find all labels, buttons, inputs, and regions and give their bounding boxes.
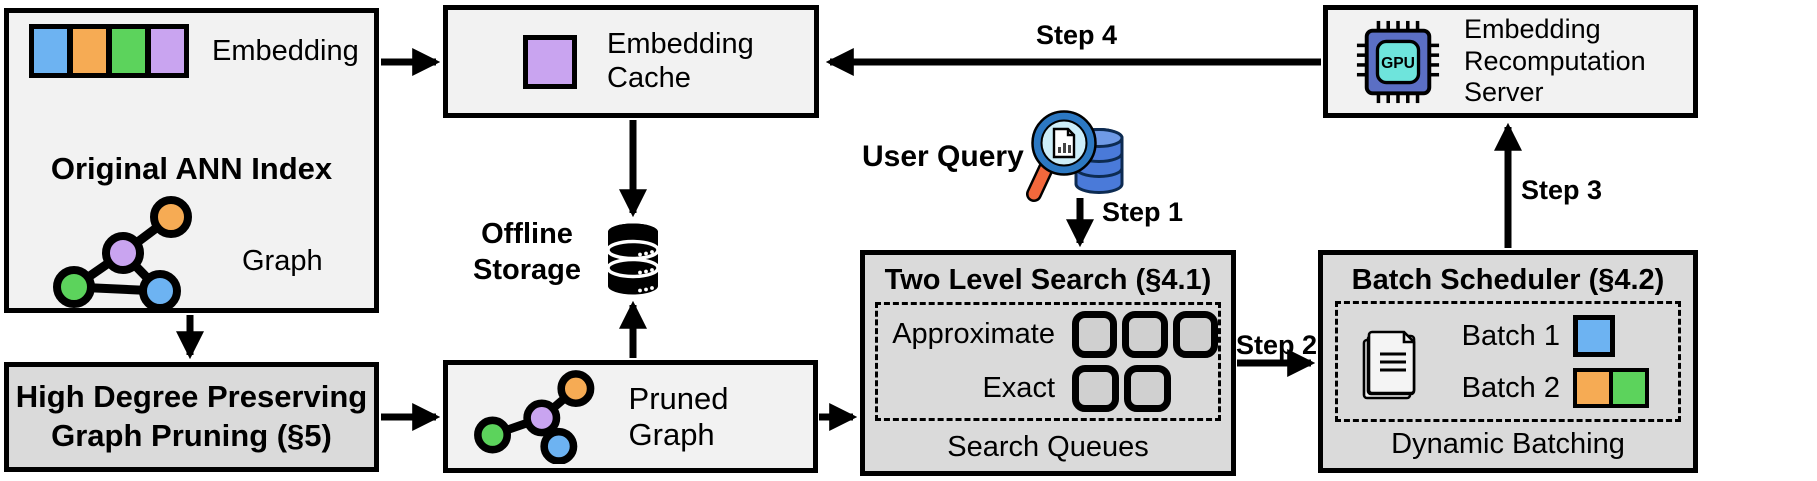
cached-embedding-icon [523, 34, 577, 89]
batch-2-query-orange [1577, 372, 1609, 404]
embedding-cache-box: Embedding Cache [443, 5, 819, 118]
queue-slot [1124, 364, 1171, 412]
database-icon [607, 223, 659, 295]
embedding-cell-blue [34, 29, 67, 73]
embedding-vector-strip [29, 24, 189, 78]
queue-slot [1072, 364, 1119, 412]
batch-1-label: Batch 1 [1461, 319, 1560, 352]
pruned-graph-icon [474, 369, 595, 464]
recomputation-server-label: Embedding Recomputation Server [1464, 13, 1646, 108]
embedding-cell-orange [73, 29, 106, 73]
exact-label: Exact [982, 371, 1055, 404]
step-1-label: Step 1 [1102, 197, 1184, 227]
graph-pruning-title: High Degree Preserving Graph Pruning (§5… [15, 379, 368, 453]
approximate-queue-row: Approximate [878, 311, 1218, 359]
embedding-cell-green [112, 29, 145, 73]
batch-2-label: Batch 2 [1461, 371, 1560, 404]
embedding-cell-purple [151, 29, 184, 73]
embedding-label: Embedding [212, 35, 359, 67]
queue-slot [1072, 311, 1118, 359]
dynamic-batching-caption: Dynamic Batching [1391, 428, 1625, 460]
graph-label: Graph [242, 245, 323, 277]
search-queues-panel: Approximate Exact [875, 302, 1221, 421]
approximate-queue-slots [1072, 311, 1218, 359]
gpu-chip-icon: GPU [1356, 20, 1440, 103]
original-ann-index-box: Embedding Original ANN Index Graph [4, 8, 379, 313]
original-ann-index-title: Original ANN Index [50, 151, 333, 186]
pruned-graph-box: Pruned Graph [443, 360, 818, 473]
batch-1-row: Batch 1 [1448, 315, 1678, 357]
pruned-graph-label: Pruned Graph [628, 380, 729, 452]
batch-2-row: Batch 2 [1448, 368, 1678, 408]
gpu-icon-label: GPU [1381, 54, 1415, 71]
queue-slot [1122, 311, 1168, 359]
graph-pruning-box: High Degree Preserving Graph Pruning (§5… [4, 362, 379, 472]
batch-1-query-blue [1573, 315, 1615, 357]
step-4-label: Step 4 [1036, 20, 1118, 50]
exact-queue-slots [1072, 364, 1218, 412]
offline-storage-label: Offline Storage [473, 218, 581, 287]
queue-slot [1172, 311, 1218, 359]
batch-2-query-green [1613, 372, 1645, 404]
exact-queue-row: Exact [878, 364, 1218, 412]
graph-icon [53, 196, 192, 309]
batch-2-slots [1573, 368, 1678, 408]
approximate-label: Approximate [892, 318, 1055, 351]
two-level-search-box: Two Level Search (§4.1) Approximate Exac… [860, 250, 1236, 476]
batch-scheduler-box: Batch Scheduler (§4.2) Batch 1 [1318, 250, 1698, 473]
embedding-cache-label: Embedding Cache [607, 28, 754, 94]
batch-1-slots [1573, 315, 1678, 357]
two-level-search-title: Two Level Search (§4.1) [884, 264, 1212, 296]
dynamic-batching-panel: Batch 1 Batch 2 [1335, 301, 1681, 422]
documents-icon [1362, 330, 1416, 400]
search-queues-caption: Search Queues [947, 431, 1149, 463]
step-3-label: Step 3 [1521, 175, 1603, 205]
batch-rows: Batch 1 Batch 2 [1338, 304, 1678, 419]
query-search-icon [1026, 110, 1124, 202]
recomputation-server-box: GPU Embedding Recomputation Server [1323, 5, 1698, 118]
batch-scheduler-title: Batch Scheduler (§4.2) [1351, 264, 1665, 296]
batch-2-strip [1573, 368, 1649, 408]
user-query-label: User Query [862, 140, 1024, 173]
step-2-label: Step 2 [1236, 330, 1318, 360]
